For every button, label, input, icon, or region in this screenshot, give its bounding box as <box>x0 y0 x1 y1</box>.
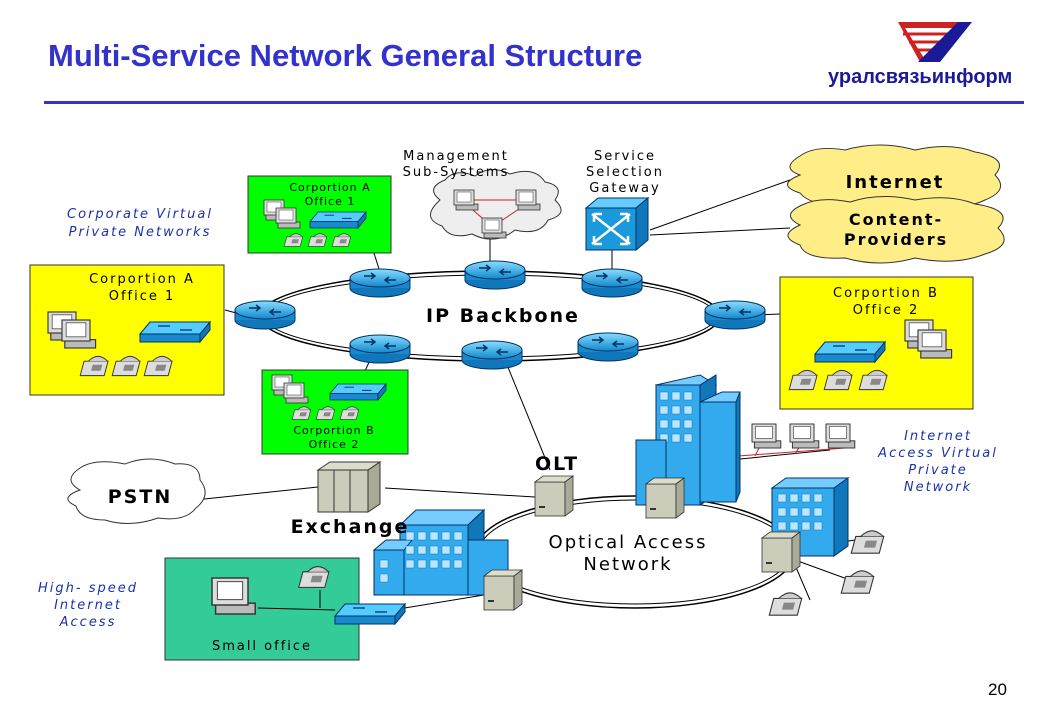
pstn-label: PSTN <box>108 486 172 508</box>
management-label-2: Sub-Systems <box>403 165 510 180</box>
optical-label-1: Optical Access <box>549 532 708 553</box>
internet-label: Internet <box>846 172 945 193</box>
internet-vpn-label-1: Internet <box>904 429 972 444</box>
olt-unit-icon <box>534 475 574 517</box>
router-icon <box>461 340 523 370</box>
internet-vpn-label-4: Network <box>904 480 972 495</box>
corp-a-office-small <box>247 175 392 254</box>
ip-backbone-label: IP Backbone <box>426 305 580 327</box>
ia-pc-icon <box>789 423 820 449</box>
ssg-label-1: Service <box>594 149 656 164</box>
ssg-label-2: Selection <box>586 165 664 180</box>
hsia-label-1: High- speed <box>38 581 138 596</box>
phone-icon <box>850 530 885 554</box>
management-label-1: Management <box>403 149 509 164</box>
content-label-2: Providers <box>844 230 948 249</box>
exchange-icon <box>316 461 382 513</box>
onu-icon <box>483 569 523 611</box>
page-number: 20 <box>988 680 1007 699</box>
router-icon <box>234 300 296 330</box>
internet-vpn-label-3: Private <box>908 463 968 478</box>
optical-label-2: Network <box>583 554 672 575</box>
corp-vpn-label-2: Private Networks <box>69 225 212 240</box>
corp-a-big-label-2: Office 1 <box>109 289 176 304</box>
logo-mark <box>898 22 972 62</box>
phone-icon <box>840 570 875 594</box>
onu-icon <box>761 531 801 573</box>
page-title: Multi-Service Network General Structure <box>48 38 643 73</box>
router-icon <box>581 268 643 298</box>
exchange-label: Exchange <box>291 516 410 538</box>
management-cloud <box>430 169 562 240</box>
mgmt-pc-icon <box>481 217 507 239</box>
corp-b-office-big <box>779 276 974 410</box>
corp-b-small-label-2: Office 2 <box>309 438 360 451</box>
corp-vpn-label-1: Corporate Virtual <box>67 207 213 222</box>
title-rule <box>44 101 1024 104</box>
corp-b-big-label-1: Corportion B <box>833 286 939 301</box>
content-providers-cloud <box>787 195 1005 264</box>
corp-b-big-label-2: Office 2 <box>853 303 920 318</box>
ia-pc-icon <box>751 423 782 449</box>
corp-b-office-small <box>261 369 409 455</box>
phone-icon <box>768 592 803 616</box>
building-tall <box>635 374 741 506</box>
hsia-label-3: Access <box>59 615 117 630</box>
internet-vpn-label-2: Access Virtual <box>877 446 998 461</box>
corp-b-small-label-1: Corportion B <box>293 424 374 437</box>
corp-a-small-label-2: Office 1 <box>305 195 356 208</box>
router-icon <box>704 300 766 330</box>
corp-a-small-label-1: Corportion A <box>289 181 370 194</box>
ssg-label-3: Gateway <box>589 181 660 196</box>
olt-label: OLT <box>535 453 579 475</box>
router-icon <box>349 268 411 298</box>
logo-text: уралсвязьинформ <box>828 66 1013 88</box>
corp-a-office-big <box>29 264 225 396</box>
router-icon <box>464 260 526 290</box>
small-office-label: Small office <box>212 639 312 654</box>
ia-pc-icon <box>825 423 856 449</box>
hsia-label-2: Internet <box>54 598 122 613</box>
corp-a-big-label-1: Corportion A <box>89 272 195 287</box>
small-office <box>164 557 406 661</box>
mgmt-pc-icon <box>453 189 479 211</box>
router-icon <box>349 334 411 364</box>
pstn-cloud <box>67 458 206 524</box>
onu-icon <box>645 477 685 519</box>
router-icon <box>577 332 639 362</box>
gateway-switch-icon <box>584 196 650 252</box>
content-label-1: Content- <box>849 210 943 229</box>
